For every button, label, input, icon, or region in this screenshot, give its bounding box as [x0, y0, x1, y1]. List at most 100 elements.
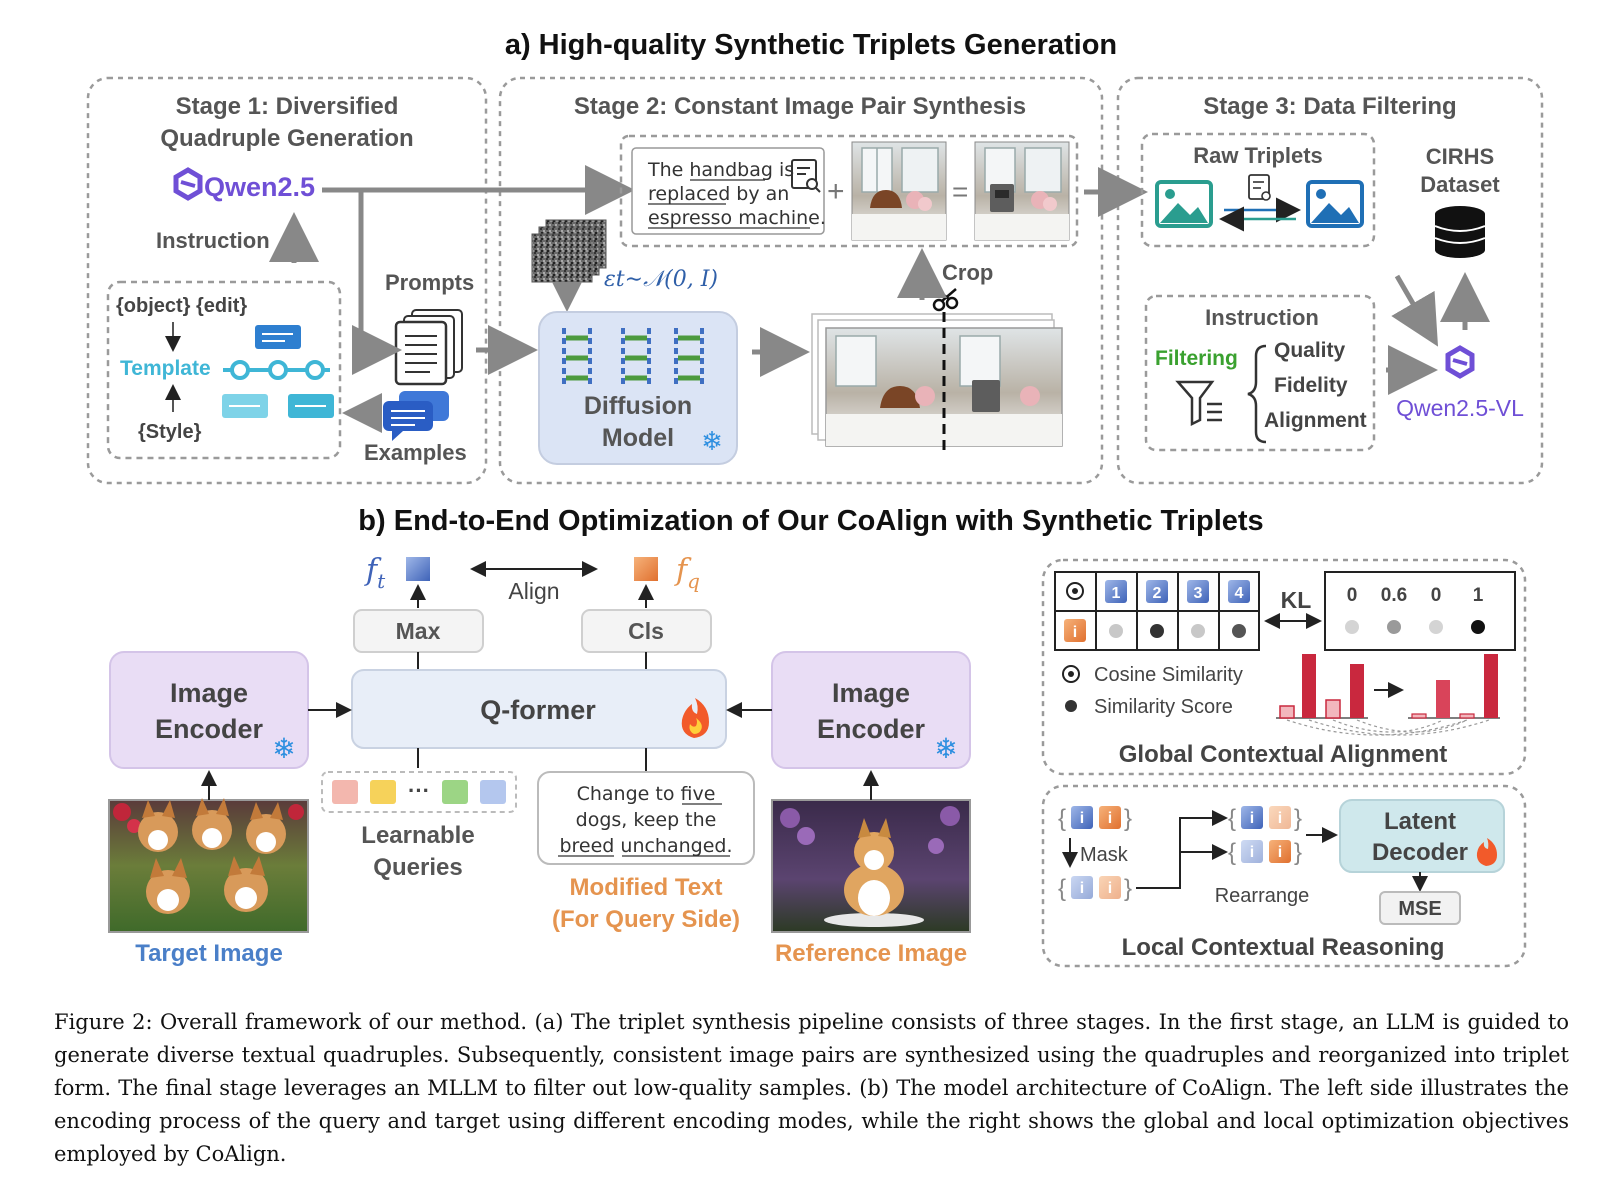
score-dot-1 — [1345, 620, 1359, 634]
dataset-label-line1: CIRHS — [1426, 144, 1494, 169]
qwen-logo-icon — [173, 167, 203, 201]
ft-feature-square — [406, 557, 430, 581]
edit-prompt-card — [631, 147, 825, 235]
svg-text:{: { — [1228, 805, 1236, 832]
svg-text:i: i — [1250, 810, 1254, 827]
max-label: Max — [396, 618, 441, 644]
image-icon-teal — [1155, 180, 1213, 228]
qwen-to-prompts-arrow — [352, 190, 402, 375]
prompts-label: Prompts — [385, 270, 474, 295]
qwen-vl-logo-icon — [1445, 345, 1475, 379]
svg-text:{: { — [1058, 805, 1066, 832]
svg-text:}: } — [1124, 805, 1132, 832]
diffusion-label-line1: Diffusion — [584, 392, 692, 420]
criteria-fidelity: Fidelity — [1274, 374, 1348, 397]
prompt-line1: The handbag is — [647, 159, 794, 181]
matrix-col-3: 3 — [1194, 585, 1203, 602]
examples-label: Examples — [364, 440, 467, 465]
fq-subscript: q — [687, 569, 700, 593]
modified-text-label-line2: (For Query Side) — [552, 906, 740, 933]
svg-text:i: i — [1278, 844, 1282, 861]
svg-text:}: } — [1294, 805, 1302, 832]
examples-chat-icon — [383, 391, 449, 441]
local-reasoning-panel — [1041, 784, 1527, 968]
filtering-label: Filtering — [1155, 347, 1238, 370]
target-score-3: 0 — [1431, 585, 1442, 606]
align-label: Align — [508, 578, 559, 604]
scissors-icon — [932, 288, 959, 312]
mse-label: MSE — [1398, 898, 1441, 920]
filter-instruction-box — [1144, 294, 1376, 452]
score-legend-icon — [1065, 700, 1077, 712]
stage1-panel — [86, 76, 488, 485]
distribution-bars — [1276, 654, 1500, 736]
raw-to-mllm-arrow — [1391, 274, 1439, 347]
ft-subscript: t — [377, 569, 386, 593]
query-token-blue — [480, 780, 506, 804]
token-pair-rearranged-2: { i i } — [1228, 839, 1302, 866]
stage3-panel — [1116, 76, 1544, 485]
latent-decoder-box — [1339, 799, 1505, 873]
stage3-title: Stage 3: Data Filtering — [1203, 93, 1456, 120]
pair-box — [619, 134, 1079, 248]
target-image — [108, 798, 309, 933]
token-pair-rearranged-1: { i i } — [1228, 805, 1302, 832]
svg-text:{: { — [1228, 839, 1236, 866]
modified-text-card — [537, 771, 755, 865]
object-edit-slot: {object} {edit} — [116, 295, 247, 317]
svg-text:i: i — [1108, 810, 1112, 827]
decoder-label-line2: Decoder — [1372, 839, 1468, 866]
equals-sign: = — [952, 176, 968, 207]
mod-text-line3: breed unchanged. — [559, 835, 732, 857]
qformer-label: Q-former — [480, 695, 596, 725]
query-token-pink — [332, 780, 358, 804]
dataset-label-line2: Dataset — [1420, 172, 1500, 197]
svg-text:}: } — [1124, 875, 1132, 902]
generated-image-stack — [811, 312, 1063, 452]
query-token-yellow — [370, 780, 396, 804]
svg-text:i: i — [1080, 880, 1084, 897]
similarity-matrix: i — [1054, 571, 1260, 651]
stage2-panel — [498, 76, 1104, 485]
svg-text:{: { — [1058, 875, 1066, 902]
style-slot: {Style} — [138, 421, 202, 443]
learnable-label-line1: Learnable — [361, 822, 474, 849]
section-b-title: b) End-to-End Optimization of Our CoAlig… — [358, 505, 1263, 537]
legend-score-label: Similarity Score — [1094, 696, 1233, 718]
raw-triplets-box — [1140, 132, 1376, 248]
svg-text:i: i — [1073, 624, 1077, 641]
target-score-4: 1 — [1473, 585, 1484, 606]
legend-cosine-label: Cosine Similarity — [1094, 664, 1243, 686]
stage2-title: Stage 2: Constant Image Pair Synthesis — [574, 93, 1026, 120]
target-encoder-line1: Image — [170, 678, 248, 708]
fq-feature-square — [634, 557, 658, 581]
target-encoder-line2: Encoder — [155, 714, 264, 744]
diffusion-layers-icon — [562, 328, 704, 388]
raw-triplets-label: Raw Triplets — [1193, 143, 1323, 168]
modified-text-label-line1: Modified Text — [570, 874, 723, 901]
ft-symbol: ft — [364, 553, 386, 593]
snowflake-icon: ❄ — [701, 426, 723, 456]
learnable-label-line2: Queries — [373, 854, 462, 881]
reference-snowflake-icon: ❄ — [934, 733, 957, 764]
local-reasoning-title: Local Contextual Reasoning — [1122, 934, 1445, 961]
stage1-instruction-label: Instruction — [156, 228, 270, 253]
fq-symbol: fq — [674, 553, 700, 593]
mse-loss-box — [1379, 891, 1461, 925]
stage1-llm-name: Qwen2.5 — [204, 172, 315, 202]
crop-label: Crop — [942, 260, 993, 285]
svg-text:i: i — [1278, 810, 1282, 827]
rearrange-label: Rearrange — [1215, 885, 1310, 907]
svg-text:i: i — [1250, 844, 1254, 861]
global-alignment-panel — [1041, 558, 1527, 776]
template-label: Template — [120, 357, 211, 380]
reference-image-label: Reference Image — [775, 940, 967, 967]
reference-image — [771, 799, 971, 933]
plus-sign: + — [827, 175, 845, 208]
target-image-label: Target Image — [135, 940, 283, 967]
score-dot-3 — [1429, 620, 1443, 634]
search-doc-icon — [791, 159, 821, 193]
filter-funnel-icon — [1175, 380, 1222, 427]
filter-instruction-label: Instruction — [1205, 305, 1319, 330]
cls-label: Cls — [628, 618, 664, 644]
